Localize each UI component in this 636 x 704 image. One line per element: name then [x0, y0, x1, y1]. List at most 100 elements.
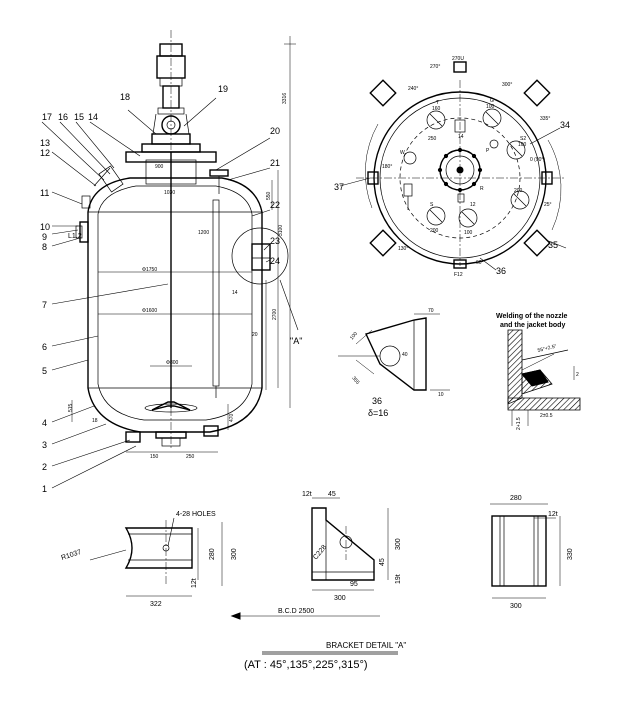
gusset-thickness: δ=16 — [368, 408, 388, 418]
angle-25: 25° — [544, 202, 552, 208]
nozzle-14: 14 — [458, 134, 464, 140]
nozzle-200b: 200 — [430, 228, 439, 234]
dim-inner-dia: Φ1750 — [142, 267, 157, 273]
callout-13: 13 — [40, 138, 50, 148]
dim-agitator: Φ800 — [166, 360, 179, 366]
nozzle-160: 160 — [432, 106, 441, 112]
angle-60: 60° — [476, 260, 484, 266]
callout-20: 20 — [270, 126, 280, 136]
weld-tol2: 2+1.5 — [516, 417, 522, 430]
callout-2: 2 — [42, 462, 47, 472]
dim-250: 250 — [186, 454, 195, 460]
callout-37: 37 — [334, 182, 344, 192]
gusset-detail: 70 10 40 100 355 36 δ=16 — [338, 308, 450, 418]
callout-3: 3 — [42, 440, 47, 450]
bracket-mid-19t: 19t — [395, 574, 402, 584]
bracket-mid-12t: 12t — [302, 491, 312, 498]
nozzle-t: T — [436, 100, 439, 106]
center-bolts — [437, 147, 483, 193]
callout-36-top: 36 — [496, 266, 506, 276]
angle-300: 300° — [502, 82, 512, 88]
callout-19: 19 — [218, 84, 228, 94]
callout-1: 1 — [42, 484, 47, 494]
nozzle-12: 12 — [470, 202, 476, 208]
nozzle-s: S — [430, 202, 434, 208]
bracket-right-330: 330 — [567, 548, 574, 560]
nozzle-g: G — [490, 98, 494, 104]
top-view-nozzles — [403, 108, 530, 228]
nozzle-s2: S2 — [520, 136, 526, 142]
angle-0: 0 (90°) — [530, 157, 545, 163]
callout-10: 10 — [40, 222, 50, 232]
vessel-body — [75, 30, 289, 453]
detail-subtitle: (AT : 45°,135°,225°,315°) — [244, 659, 368, 671]
nozzle-100a: 100 — [486, 104, 495, 110]
top-view: 37 34 35 36 0 (90°) 25° 180° 270U 240° 3… — [334, 56, 570, 278]
callout-14: 14 — [88, 112, 98, 122]
angle-335: 335° — [540, 116, 550, 122]
callout-24: 24 — [270, 256, 280, 266]
callout-16: 16 — [58, 112, 68, 122]
dim-shell-dia: Φ1600 — [142, 308, 157, 314]
bracket-mid-45b: 45 — [379, 558, 386, 566]
callout-5: 5 — [42, 366, 47, 376]
dim-2700: 2700 — [272, 309, 278, 320]
nozzle-100b: 100 — [464, 230, 473, 236]
bracket-bcd: B.C.D 2500 — [278, 608, 314, 615]
gusset-10: 10 — [438, 392, 444, 398]
gusset-40: 40 — [402, 352, 408, 358]
weld-tol1: 2±0.5 — [540, 413, 553, 419]
dim-515: 515 — [68, 403, 74, 412]
detail-title: BRACKET DETAIL "A" — [326, 641, 406, 650]
angle-130: 130° — [398, 246, 408, 252]
bracket-mid-95: 95 — [350, 581, 358, 588]
angle-180: 180° — [382, 164, 392, 170]
angle-270u: 270U — [452, 56, 464, 62]
dim-1030: 1030 — [164, 190, 175, 196]
weld-angle: 55°+2.5° — [537, 343, 557, 354]
callout-35: 35 — [548, 240, 558, 250]
callout-6: 6 — [42, 342, 47, 352]
callout-leaders — [41, 97, 299, 489]
callout-4: 4 — [42, 418, 47, 428]
gusset-70: 70 — [428, 308, 434, 314]
bracket-left-12t: 12t — [191, 578, 198, 588]
dim-l12: L1.2 — [68, 233, 82, 240]
dim-20: 20 — [252, 332, 258, 338]
callout-21: 21 — [270, 158, 280, 168]
callout-34: 34 — [560, 120, 570, 130]
top-nozzles — [93, 151, 229, 194]
elevation-dims — [71, 36, 296, 430]
detail-title-block: BRACKET DETAIL "A" (AT : 45°,135°,225°,3… — [244, 641, 406, 671]
nozzle-f12: F12 — [454, 272, 463, 278]
dim-1200: 1200 — [198, 230, 209, 236]
nozzle-200a: 200 — [514, 188, 523, 194]
nozzle-r: R — [480, 186, 484, 192]
bracket-right: 280 12t 330 300 — [490, 495, 574, 610]
bracket-mid-300v: 300 — [395, 538, 402, 550]
support-lugs — [367, 61, 553, 269]
gusset-100: 100 — [349, 331, 359, 341]
dim-3100: 3100 — [278, 225, 284, 236]
weld-gap: 2 — [576, 372, 579, 378]
nozzle-100c: 100 — [518, 142, 527, 148]
callout-17: 17 — [42, 112, 52, 122]
bracket-mid: 12t 45 300 45 19t 95 300 C228 B.C.D 2500 — [230, 491, 402, 620]
angle-240: 240° — [408, 86, 418, 92]
gusset-355: 355 — [350, 375, 360, 385]
dim-18: 18 — [92, 418, 98, 424]
callout-22: 22 — [270, 200, 280, 210]
callout-7: 7 — [42, 300, 47, 310]
callout-23: 23 — [270, 236, 280, 246]
callout-18: 18 — [120, 92, 130, 102]
bracket-right-300: 300 — [510, 603, 522, 610]
bracket-radius: R1037 — [60, 549, 82, 562]
bracket-left-280: 280 — [209, 548, 216, 560]
dim-14: 14 — [232, 290, 238, 296]
dim-470: 470 — [229, 413, 235, 422]
callout-9: 9 — [42, 232, 47, 242]
nozzle-250: 250 — [428, 136, 437, 142]
bracket-left-322: 322 — [150, 601, 162, 608]
dim-900: 900 — [155, 164, 164, 170]
